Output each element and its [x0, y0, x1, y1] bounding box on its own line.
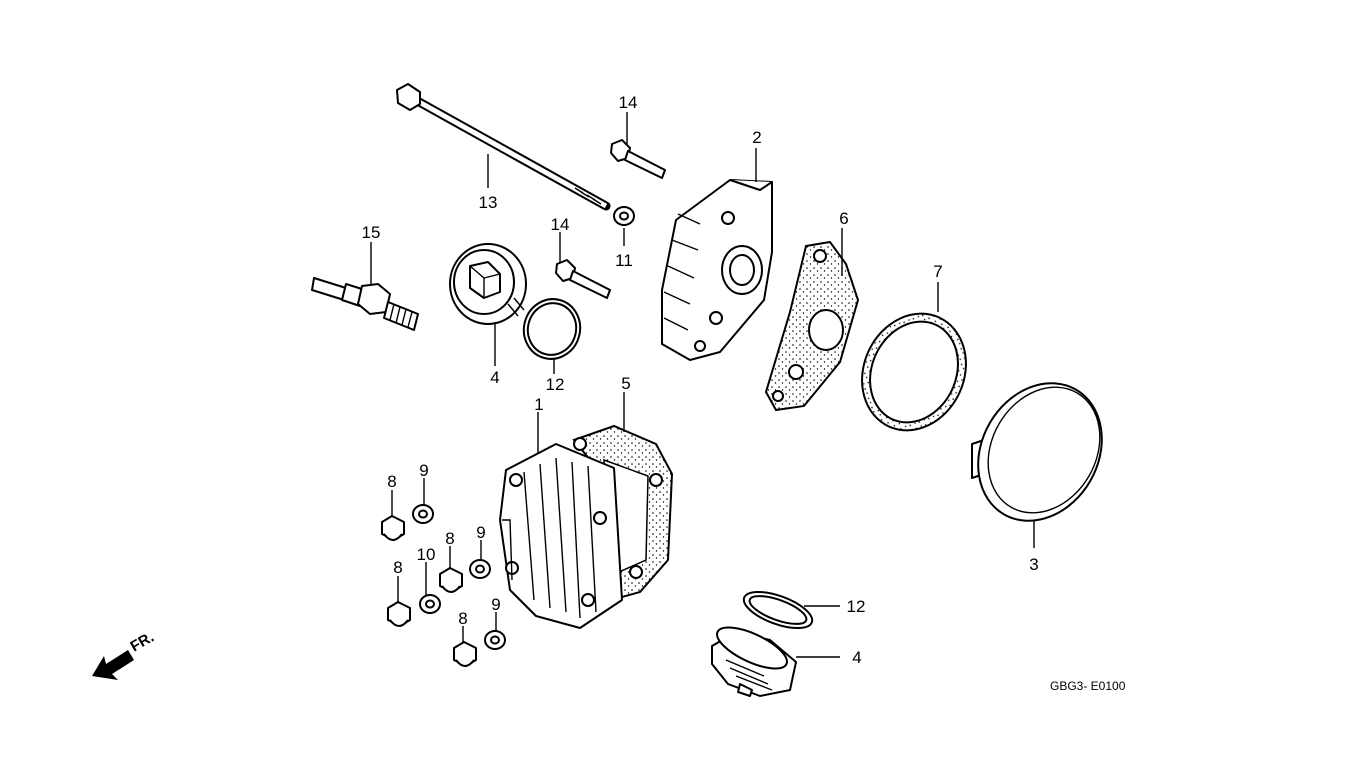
- callout-11: 11: [615, 251, 633, 270]
- callout-14-upper: 14: [619, 93, 638, 112]
- part-3-cover-disc: [971, 382, 1103, 522]
- callout-9-a: 9: [419, 461, 428, 480]
- callout-4-lower: 4: [852, 648, 861, 667]
- callout-labels: 2 6 7 3 14 14 13 11 15 4 12 5 1 8 9 8 9 …: [362, 93, 1039, 667]
- part-12-o-ring-upper: [522, 298, 582, 360]
- callout-15: 15: [362, 223, 381, 242]
- part-8-cap-nut-d: [453, 641, 477, 667]
- callout-3: 3: [1029, 555, 1038, 574]
- callout-4-upper: 4: [490, 368, 499, 387]
- part-13-stud-bolt: [396, 83, 611, 211]
- callout-5: 5: [621, 374, 630, 393]
- callout-8-b: 8: [445, 529, 454, 548]
- callout-12-upper: 12: [546, 375, 565, 394]
- part-10-washer: [419, 594, 441, 614]
- part-15-spark-plug: [311, 277, 419, 331]
- leader-lines: [370, 112, 1035, 658]
- part-6-gasket: [764, 240, 860, 412]
- callout-8-c: 8: [393, 558, 402, 577]
- part-11-washer: [613, 206, 635, 226]
- callout-9-b: 9: [476, 523, 485, 542]
- arrow-icon: [92, 650, 134, 680]
- callout-8-a: 8: [387, 472, 396, 491]
- part-7-ring-gasket: [861, 312, 967, 432]
- part-14-bolt-lower: [555, 259, 611, 299]
- callout-10: 10: [417, 545, 436, 564]
- part-9-washer-c: [484, 630, 506, 650]
- callout-12-lower: 12: [847, 597, 866, 616]
- front-label: FR.: [128, 629, 157, 656]
- part-9-washer-b: [469, 559, 491, 579]
- part-8-cap-nut-b: [439, 567, 463, 593]
- callout-9-c: 9: [491, 595, 500, 614]
- callout-7: 7: [933, 262, 942, 281]
- part-9-washer-a: [412, 504, 434, 524]
- callout-1: 1: [534, 395, 543, 414]
- part-8-cap-nut-c: [387, 601, 411, 627]
- part-12-o-ring-lower: [742, 590, 814, 630]
- front-direction-arrow: FR.: [92, 629, 157, 680]
- drawing-code: GBG3- E0100: [1050, 679, 1126, 693]
- callout-6: 6: [839, 209, 848, 228]
- part-8-cap-nut-a: [381, 515, 405, 541]
- callout-2: 2: [752, 128, 761, 147]
- part-4-cap-lower: [711, 626, 797, 697]
- part-1-cylinder-head: [499, 443, 623, 629]
- part-2-head-cover: [661, 179, 773, 361]
- callout-8-d: 8: [458, 609, 467, 628]
- callout-14-lower: 14: [551, 215, 570, 234]
- part-4-cap-upper: [449, 243, 527, 325]
- part-14-bolt-upper: [610, 139, 666, 179]
- callout-13: 13: [479, 193, 498, 212]
